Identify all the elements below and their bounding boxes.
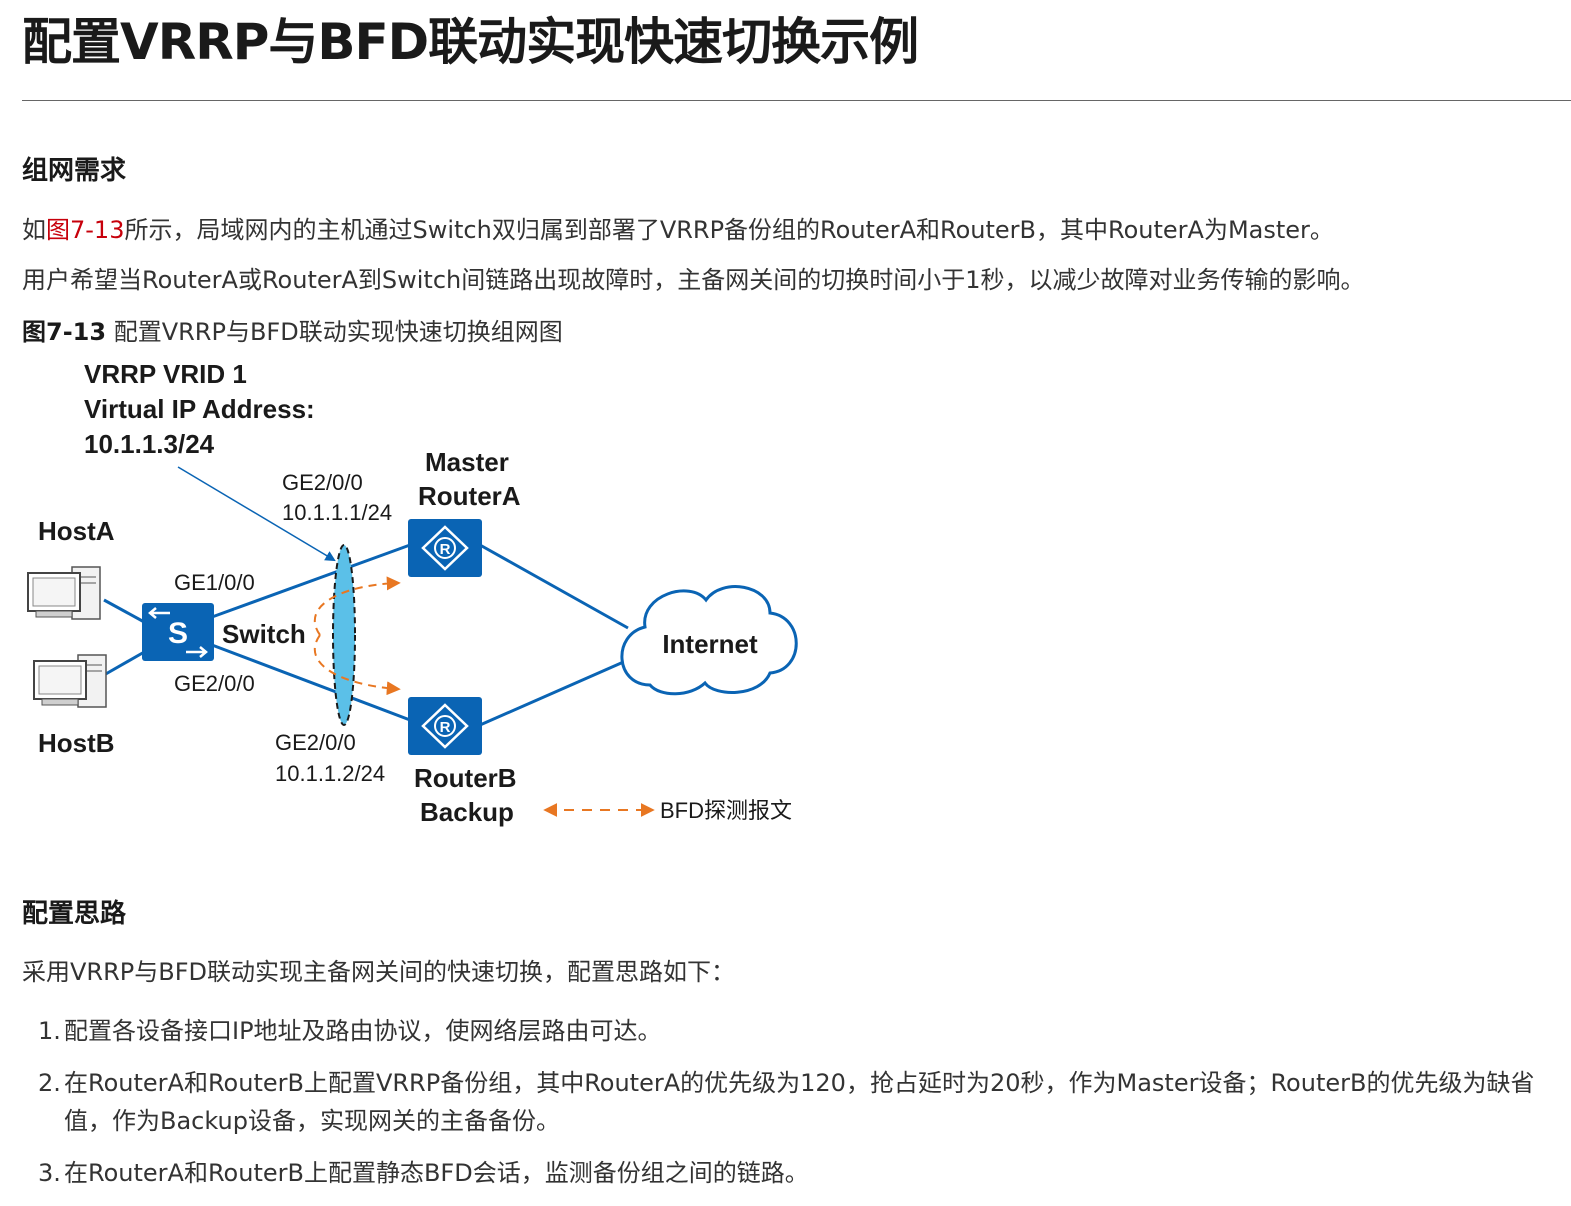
virtual-ip-label: Virtual IP Address: <box>84 394 315 424</box>
figure-caption: 图7-13 配置VRRP与BFD联动实现快速切换组网图 <box>22 312 563 347</box>
figure-label: 图7-13 <box>22 318 107 346</box>
routerB-name-label: RouterB <box>414 763 517 793</box>
routerA-name-label: RouterA <box>418 481 521 511</box>
step-text: 在RouterA和RouterB上配置VRRP备份组，其中RouterA的优先级… <box>64 1069 1535 1097</box>
figure-caption-text: 配置VRRP与BFD联动实现快速切换组网图 <box>113 318 563 346</box>
step-text: 在RouterA和RouterB上配置静态BFD会话，监测备份组之间的链路。 <box>64 1159 809 1187</box>
switch-routerB-link <box>211 643 411 722</box>
bfd-arrow-to-routerB <box>313 634 401 696</box>
switch-icon-letter: S <box>168 617 188 650</box>
step-text-continued: 值，作为Backup设备，实现网关的主备备份。 <box>64 1107 560 1135</box>
internet-label: Internet <box>662 629 758 659</box>
title-divider <box>22 100 1571 101</box>
routerB-ip-label: 10.1.1.2/24 <box>275 761 385 786</box>
bfd-legend-label: BFD探测报文 <box>660 798 792 823</box>
figure-link[interactable]: 图7-13 <box>46 216 125 244</box>
routerB-role-label: Backup <box>420 797 514 827</box>
hostB-computer-icon <box>33 654 107 708</box>
routerA-port-label: GE2/0/0 <box>282 470 363 495</box>
section-heading-requirements: 组网需求 <box>22 156 127 186</box>
switch-port-ge2: GE2/0/0 <box>174 671 255 696</box>
approach-step-3: 3. 在RouterA和RouterB上配置静态BFD会话，监测备份组之间的链路… <box>22 1154 1534 1192</box>
hostB-label: HostB <box>38 728 115 758</box>
routerA-internet-link <box>479 543 629 630</box>
approach-step-1: 1. 配置各设备接口IP地址及路由协议，使网络层路由可达。 <box>22 1012 1534 1050</box>
internet-cloud-icon <box>620 585 798 696</box>
vrrp-pointer-line <box>177 466 336 562</box>
approach-intro: 采用VRRP与BFD联动实现主备网关间的快速切换，配置思路如下： <box>22 958 735 986</box>
switch-port-ge1: GE1/0/0 <box>174 570 255 595</box>
hostA-label: HostA <box>38 516 115 546</box>
routerB-icon-letter: R <box>440 719 451 736</box>
routerA-icon-letter: R <box>440 541 451 558</box>
routerA-ip-label: 10.1.1.1/24 <box>282 500 392 525</box>
hostA-computer-icon <box>27 566 101 620</box>
hostB-switch-link <box>103 649 147 677</box>
requirements-paragraph-1: 如图7-13所示，局域网内的主机通过Switch双归属到部署了VRRP备份组的R… <box>22 210 1334 245</box>
page-title: 配置VRRP与BFD联动实现快速切换示例 <box>22 13 919 71</box>
para1-prefix: 如 <box>22 216 46 244</box>
routerA-router-icon: R <box>408 519 482 577</box>
virtual-ip-value: 10.1.1.3/24 <box>84 429 215 459</box>
switch-routerA-link <box>211 543 411 619</box>
vrrp-vrid-label: VRRP VRID 1 <box>84 359 247 389</box>
routerB-router-icon: R <box>408 697 482 755</box>
switch-label: Switch <box>222 619 306 649</box>
routerB-port-label: GE2/0/0 <box>275 730 356 755</box>
switch-icon: S <box>142 603 214 661</box>
step-number: 2. <box>38 1069 61 1097</box>
section-heading-approach: 配置思路 <box>22 899 127 929</box>
bfd-arrow-to-routerA <box>313 576 401 636</box>
step-number: 3. <box>38 1159 61 1187</box>
network-diagram: VRRP VRID 1 Virtual IP Address: 10.1.1.3… <box>27 359 798 827</box>
step-number: 1. <box>38 1017 61 1045</box>
approach-steps-list: 1. 配置各设备接口IP地址及路由协议，使网络层路由可达。 2. 在Router… <box>22 1012 1534 1206</box>
requirements-paragraph-2: 用户希望当RouterA或RouterA到Switch间链路出现故障时，主备网关… <box>22 266 1365 294</box>
para1-suffix: 所示，局域网内的主机通过Switch双归属到部署了VRRP备份组的RouterA… <box>124 216 1334 244</box>
step-text: 配置各设备接口IP地址及路由协议，使网络层路由可达。 <box>64 1017 662 1045</box>
routerA-role-label: Master <box>425 447 509 477</box>
routerB-internet-link <box>479 658 629 727</box>
approach-step-2: 2. 在RouterA和RouterB上配置VRRP备份组，其中RouterA的… <box>22 1064 1534 1140</box>
hostA-switch-link <box>103 598 147 625</box>
virtual-ip-ellipse <box>332 544 356 726</box>
